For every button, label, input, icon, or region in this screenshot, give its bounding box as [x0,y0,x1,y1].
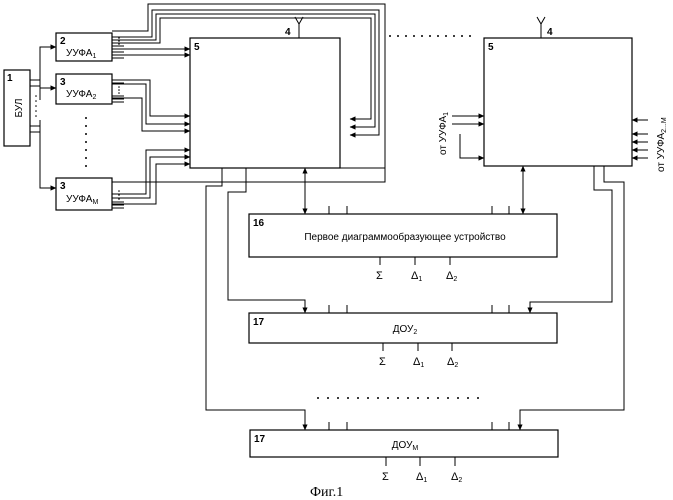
uufa2-block: 3 УУФА2 [56,74,124,104]
uufa1-label: УУФА1 [66,48,96,60]
from-uufa2m-label: от УУФА2...М [656,117,668,172]
uufa2-label: УУФА2 [66,89,96,101]
dou2-delta1-output: Δ1 [413,356,424,369]
doum-sigma-output: Σ [382,471,389,483]
module-right-number: 5 [488,42,494,53]
doum-delta2-output: Δ2 [451,471,462,484]
dou2-delta2-output: Δ2 [447,356,458,369]
dou1-delta2-output: Δ2 [446,270,457,283]
from-uufa1-label: от УУФА1 [438,112,450,155]
figure-caption: Фиг.1 [310,485,343,500]
module-right: 5 4 от УУФА1 от УУФА2...М [438,17,668,172]
bul-output-lines [30,47,56,188]
uufa-ellipsis [85,117,87,167]
modules-ellipsis [389,35,471,37]
dou2-block: 17 ДОУ2 Σ Δ1 Δ2 [249,305,557,369]
dou-ellipsis [317,397,479,399]
uufa2-number: 3 [60,77,66,88]
dou1-block: 16 Первое диаграммообразующее устройство… [249,206,557,283]
dou2-number: 17 [253,317,265,328]
module-left: 5 4 [190,17,340,168]
bul-block: 1 БУЛ [4,70,30,146]
dou1-number: 16 [253,218,265,229]
dou2-sigma-output: Σ [379,356,386,368]
dou1-delta1-output: Δ1 [411,270,422,283]
module-left-number: 5 [194,42,200,53]
uufa1-number: 2 [60,36,66,47]
bul-label: БУЛ [14,99,25,118]
uufam-number: 3 [60,181,66,192]
module-to-dou-wiring [206,166,624,430]
dou1-sigma-output: Σ [376,270,383,282]
doum-number: 17 [254,434,266,445]
doum-delta1-output: Δ1 [416,471,427,484]
module-left-antenna-number: 4 [285,27,291,38]
doum-block: 17 ДОУМ Σ Δ1 Δ2 [250,422,558,484]
module-right-antenna-number: 4 [547,27,553,38]
dou1-label: Первое диаграммообразующее устройство [304,231,506,243]
bul-number: 1 [7,73,13,84]
